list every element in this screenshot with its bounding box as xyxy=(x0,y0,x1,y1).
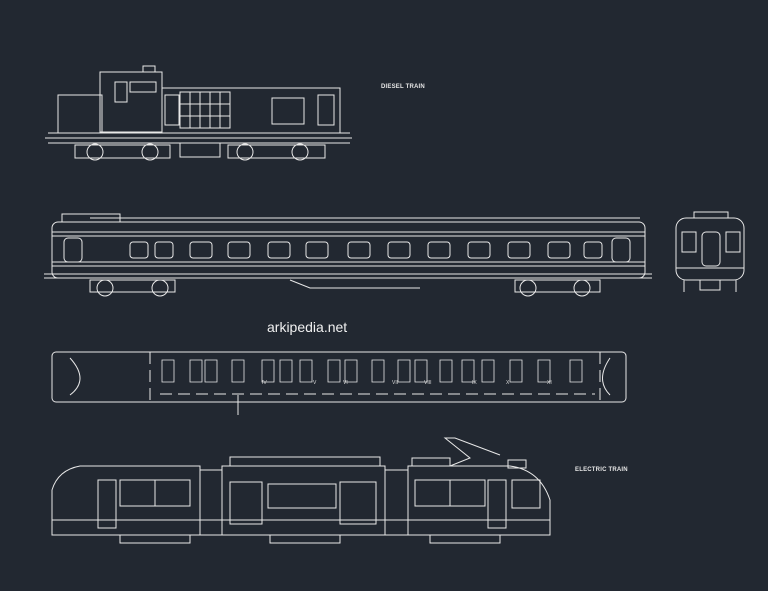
compartment-number: XI xyxy=(547,380,552,386)
electric-train-label: ELECTRIC TRAIN xyxy=(575,467,628,473)
compartment-number: VIII xyxy=(424,380,432,386)
passenger-coach-side xyxy=(44,213,652,297)
compartment-number: VII xyxy=(392,380,399,386)
diesel-train-label: DIESEL TRAIN xyxy=(381,84,425,90)
diesel-locomotive xyxy=(45,65,352,161)
compartment-number: X xyxy=(506,380,510,386)
electric-tram xyxy=(51,437,551,544)
compartment-number: VI xyxy=(343,380,348,386)
coach-windows xyxy=(129,241,603,259)
coach-floor-plan xyxy=(51,351,627,415)
seats xyxy=(161,359,583,383)
watermark: arkipedia.net xyxy=(267,319,348,335)
coach-end-view xyxy=(675,211,745,292)
compartment-number: V xyxy=(313,380,317,386)
compartment-number: IX xyxy=(472,380,477,386)
compartment-number: IV xyxy=(262,380,267,386)
